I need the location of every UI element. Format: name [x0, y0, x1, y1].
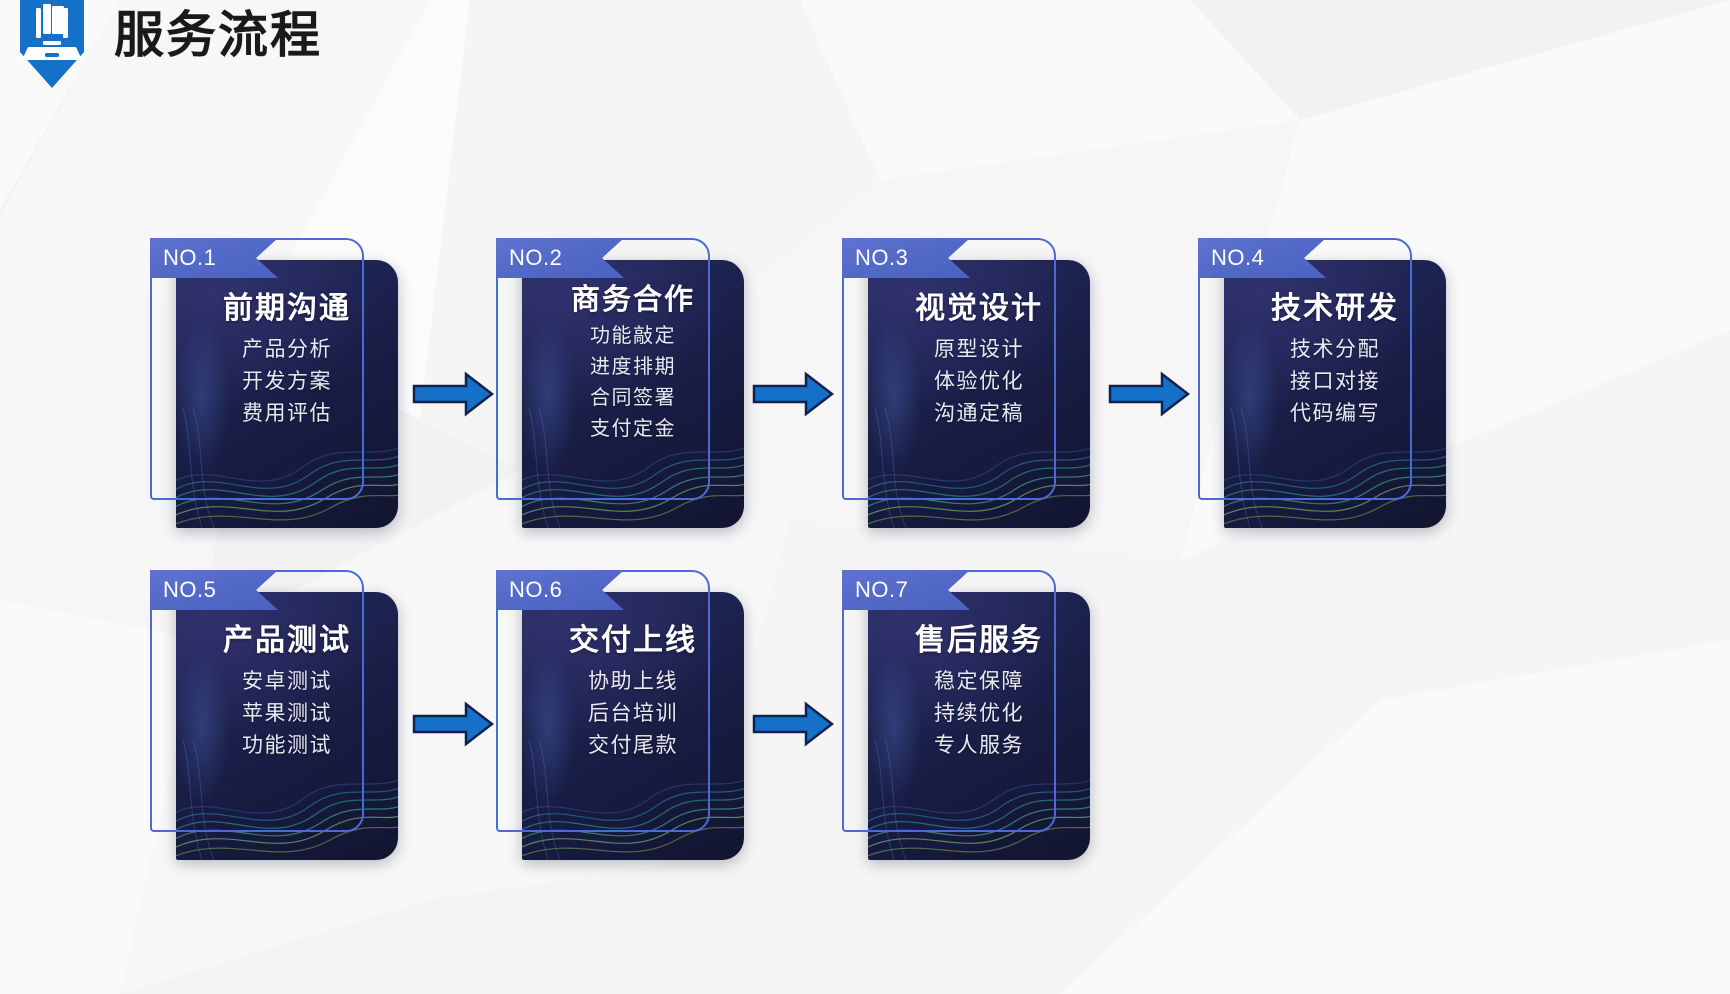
card-body: [868, 260, 1090, 528]
card-body: [176, 592, 398, 860]
flow-step-card[interactable]: 交付上线 协助上线后台培训交付尾款 NO.6: [496, 570, 744, 860]
arrow-right-icon: [412, 370, 495, 418]
card-glow: [176, 618, 242, 839]
card-number-badge: NO.3: [842, 238, 970, 282]
arrow-right-icon: [412, 700, 495, 748]
laptop-book-pin-icon: [14, 0, 90, 88]
card-number-badge: NO.5: [150, 570, 278, 614]
card-body: [522, 260, 744, 528]
card-number-label: NO.7: [855, 577, 909, 602]
card-number-label: NO.2: [509, 245, 563, 270]
ribbon-flag-icon: NO.2: [496, 238, 624, 282]
flow-step-card[interactable]: 售后服务 稳定保障持续优化专人服务 NO.7: [842, 570, 1090, 860]
card-number-badge: NO.7: [842, 570, 970, 614]
card-number-label: NO.6: [509, 577, 563, 602]
flow-step-card[interactable]: 视觉设计 原型设计体验优化沟通定稿 NO.3: [842, 238, 1090, 528]
page-title: 服务流程: [114, 7, 322, 63]
ribbon-flag-icon: NO.4: [1198, 238, 1326, 282]
flow-step-card[interactable]: 前期沟通 产品分析开发方案费用评估 NO.1: [150, 238, 398, 528]
ribbon-flag-icon: NO.5: [150, 570, 278, 614]
ribbon-flag-icon: NO.6: [496, 570, 624, 614]
page-header: 服务流程: [0, 0, 322, 88]
flow-step-card[interactable]: 产品测试 安卓测试苹果测试功能测试 NO.5: [150, 570, 398, 860]
arrow-right-icon: [752, 370, 835, 418]
card-number-label: NO.1: [163, 245, 217, 270]
card-glow: [868, 286, 934, 507]
card-number-badge: NO.6: [496, 570, 624, 614]
card-number-label: NO.4: [1211, 245, 1265, 270]
ribbon-flag-icon: NO.3: [842, 238, 970, 282]
ribbon-flag-icon: NO.1: [150, 238, 278, 282]
card-number-badge: NO.4: [1198, 238, 1326, 282]
card-glow: [868, 618, 934, 839]
arrow-right-icon: [752, 700, 835, 748]
card-glow: [522, 286, 588, 507]
card-glow: [1224, 286, 1290, 507]
card-number-badge: NO.1: [150, 238, 278, 282]
ribbon-flag-icon: NO.7: [842, 570, 970, 614]
flow-step-card[interactable]: 商务合作 功能敲定进度排期合同签署支付定金 NO.2: [496, 238, 744, 528]
card-glow: [522, 618, 588, 839]
flow-step-card[interactable]: 技术研发 技术分配接口对接代码编写 NO.4: [1198, 238, 1446, 528]
arrow-right-icon: [1108, 370, 1191, 418]
card-number-badge: NO.2: [496, 238, 624, 282]
card-glow: [176, 286, 242, 507]
card-number-label: NO.3: [855, 245, 909, 270]
card-number-label: NO.5: [163, 577, 217, 602]
